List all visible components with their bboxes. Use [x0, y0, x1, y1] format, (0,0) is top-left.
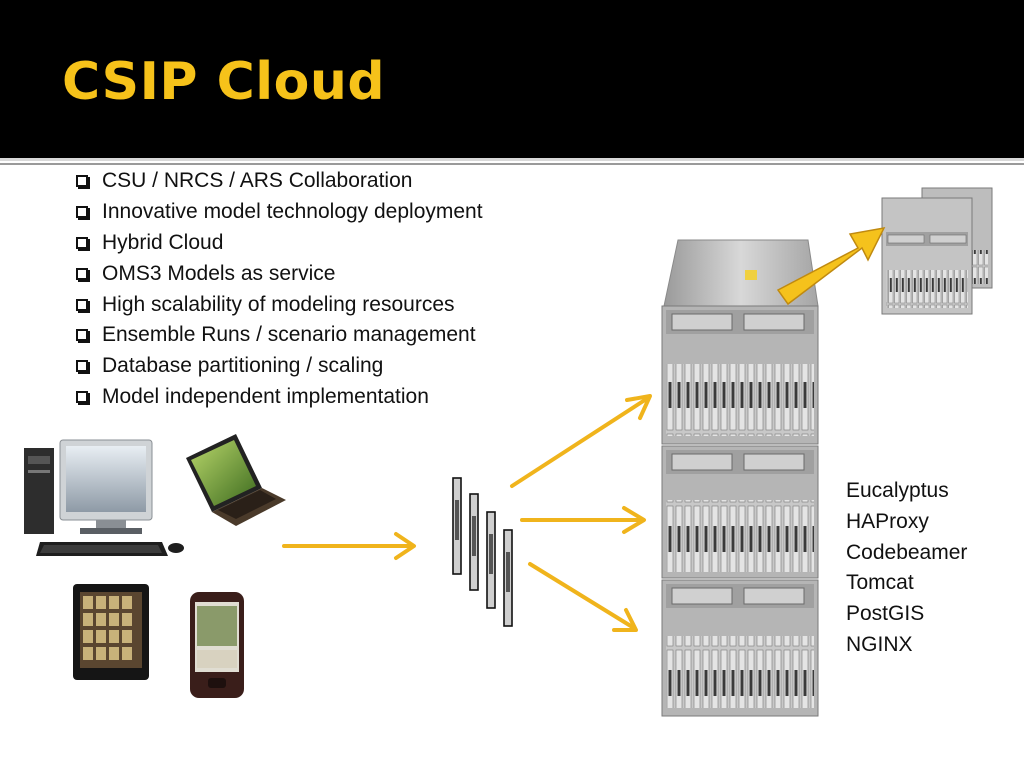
- checkbox-bullet-icon: [76, 175, 88, 188]
- laptop-icon: [186, 434, 286, 526]
- software-item: Eucalyptus: [846, 479, 949, 502]
- bullet-text: CSU / NRCS / ARS Collaboration: [102, 169, 413, 193]
- bullet-text: Hybrid Cloud: [102, 230, 224, 254]
- arrow-icon: [776, 227, 886, 306]
- checkbox-bullet-icon: [76, 206, 88, 219]
- arrow-icon: [282, 394, 652, 632]
- bullet-text: Ensemble Runs / scenario management: [102, 323, 476, 347]
- tablet-icon: [73, 584, 149, 680]
- divider-line-secondary: [0, 163, 1024, 165]
- checkbox-bullet-icon: [76, 390, 88, 403]
- checkbox-bullet-icon: [76, 298, 88, 311]
- bullet-text: High scalability of modeling resources: [102, 292, 455, 316]
- checkbox-bullet-icon: [76, 267, 88, 280]
- bullet-item: Database partitioning / scaling: [76, 351, 483, 382]
- smartphone-icon: [190, 592, 244, 698]
- bullet-text: Innovative model technology deployment: [102, 200, 483, 224]
- software-item: Codebeamer: [846, 540, 968, 564]
- software-item: Tomcat: [846, 571, 914, 595]
- software-item: NGINX: [846, 632, 913, 656]
- bullet-item: Innovative model technology deployment: [76, 197, 483, 228]
- bullet-item: Ensemble Runs / scenario management: [76, 320, 483, 351]
- bullet-item: Hybrid Cloud: [76, 228, 483, 259]
- software-list: Eucalyptus HAProxy Codebeamer Tomcat Pos…: [846, 476, 967, 661]
- checkbox-bullet-icon: [76, 236, 88, 249]
- bullet-item: OMS3 Models as service: [76, 258, 483, 289]
- software-item: HAProxy: [846, 509, 929, 533]
- divider-line: [0, 158, 1024, 161]
- bullet-text: OMS3 Models as service: [102, 261, 336, 285]
- title-bar: [0, 0, 1024, 158]
- server-rack-icon: [661, 239, 819, 717]
- bullet-item: Model independent implementation: [76, 382, 483, 413]
- bullet-item: CSU / NRCS / ARS Collaboration: [76, 166, 483, 197]
- checkbox-bullet-icon: [76, 360, 88, 373]
- bullet-text: Model independent implementation: [102, 384, 429, 408]
- server-blade-icon: [452, 477, 513, 627]
- bullet-item: High scalability of modeling resources: [76, 289, 483, 320]
- bullet-text: Database partitioning / scaling: [102, 354, 384, 378]
- checkbox-bullet-icon: [76, 329, 88, 342]
- bullet-list: CSU / NRCS / ARS Collaboration Innovativ…: [76, 166, 483, 412]
- software-item: PostGIS: [846, 602, 925, 626]
- remote-cloud-servers-icon: [881, 187, 993, 315]
- slide-title: CSIP Cloud: [62, 52, 386, 112]
- desktop-computer-icon: [24, 439, 184, 556]
